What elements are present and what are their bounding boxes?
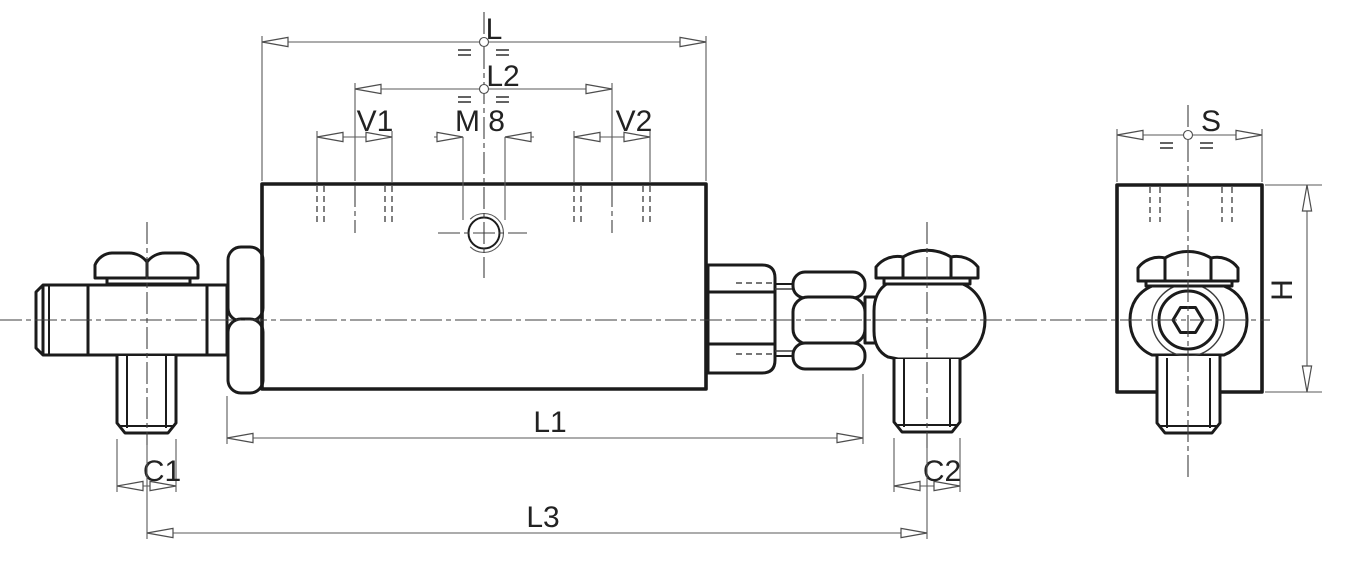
arrowhead [226, 432, 254, 444]
ball-joint-right [872, 248, 987, 434]
ball-body [872, 281, 987, 361]
arrowhead [1301, 184, 1313, 212]
hex-washer [1144, 279, 1234, 288]
dim-label-l: L [486, 13, 503, 46]
dimension-c1: C1 [116, 439, 181, 492]
dimension-l1: L1 [226, 374, 864, 444]
symmetry-mark [1182, 129, 1194, 141]
arrowhead [146, 527, 174, 539]
hex-washer [105, 276, 192, 286]
arrowhead [836, 432, 864, 444]
dimension-l3: L3 [146, 445, 928, 539]
arrowhead [261, 36, 289, 48]
dim-label-c2: C2 [923, 455, 961, 488]
arrowhead [679, 36, 707, 48]
lens-nut-lower-lobe [226, 317, 265, 395]
valve-body-outline [260, 182, 708, 391]
union-nut-bottom-face [791, 341, 867, 371]
arrowhead [893, 480, 921, 492]
dim-label-h: H [1266, 279, 1299, 301]
dim-label-c1: C1 [143, 455, 181, 488]
dimension-l: L [261, 13, 707, 181]
arrowhead [900, 527, 928, 539]
dimension-h: H [1265, 184, 1322, 393]
dimension-m8: M 8 [434, 105, 534, 143]
dim-label-s: S [1201, 105, 1221, 138]
symmetry-equals [458, 96, 509, 103]
arrowhead [585, 83, 613, 95]
dimensions: L L2 V1 [116, 13, 1322, 539]
centerlines [0, 12, 1270, 480]
m8-hole [438, 137, 527, 254]
arrowhead [1235, 129, 1263, 141]
dim-label-v1: V1 [357, 105, 394, 138]
dimension-s: S [1116, 105, 1263, 182]
dimension-l2: L2 [354, 60, 613, 181]
arrowhead [116, 480, 144, 492]
arrowhead [354, 83, 382, 95]
arrowhead [316, 131, 344, 143]
dim-label-l2: L2 [486, 60, 519, 93]
stub-flange [706, 263, 777, 375]
arrowhead [1301, 365, 1313, 393]
symmetry-equals [458, 49, 509, 56]
dimension-v1: V1 [316, 105, 394, 183]
arrowhead [504, 131, 532, 143]
arrowhead [573, 131, 601, 143]
stub-fitting-right [706, 263, 793, 375]
dim-label-v2: V2 [616, 105, 653, 138]
valve-body [260, 137, 708, 391]
union-nut [791, 270, 880, 371]
dimension-v2: V2 [573, 105, 653, 183]
banjo-fitting-left [34, 251, 229, 435]
symmetry-mark [478, 83, 490, 95]
front-view [34, 137, 987, 435]
union-nut-top-face [791, 270, 867, 300]
symmetry-mark [478, 36, 490, 48]
arrowhead [1116, 129, 1144, 141]
end-view [1115, 183, 1264, 435]
lens-nut-upper-lobe [226, 245, 265, 323]
dim-label-l1: L1 [533, 406, 566, 439]
stud-right [892, 359, 962, 434]
symmetry-equals [1160, 142, 1213, 149]
dimension-c2: C2 [893, 438, 961, 492]
dim-label-l3: L3 [526, 501, 559, 534]
dim-label-m8: M 8 [455, 105, 505, 138]
